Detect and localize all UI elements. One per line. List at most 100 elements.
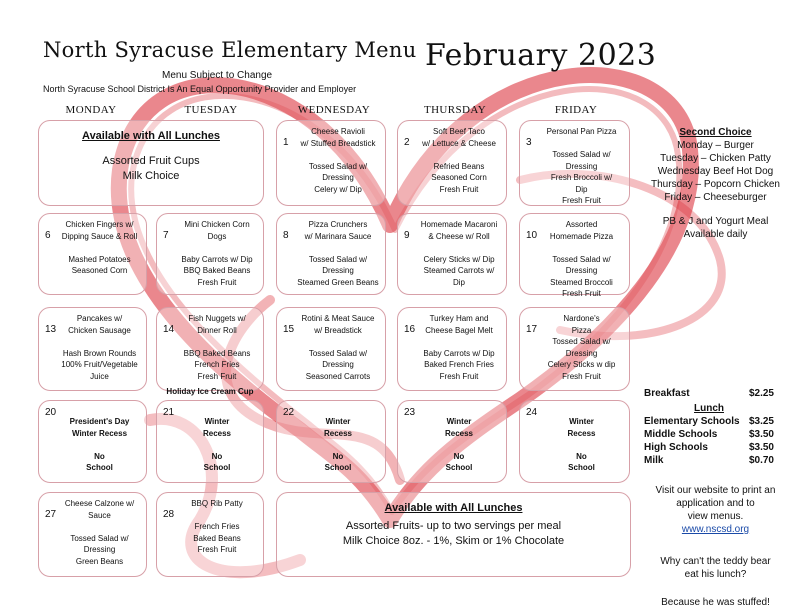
menu-line: w/ Stuffed Breadstick xyxy=(300,138,376,148)
price-label: High Schools xyxy=(644,442,708,453)
menu-line: Dip xyxy=(452,277,465,287)
day-number: 22 xyxy=(283,407,295,418)
day-number: 16 xyxy=(404,324,416,335)
day-number: 27 xyxy=(45,509,57,520)
menu-line xyxy=(175,510,259,522)
menu-line: Pancakes w/ xyxy=(76,314,123,323)
menu-line xyxy=(538,138,625,150)
day-number: 7 xyxy=(163,230,169,241)
menu-line: w/ Breadstick xyxy=(314,325,362,335)
menu-line: Dressing xyxy=(322,360,354,369)
menu-line: Steamed Green Beans xyxy=(297,277,379,287)
day-number: 15 xyxy=(283,324,295,335)
menu-line: Cheese Bagel Melt xyxy=(425,325,493,335)
menu-line: 100% Fruit/Vegetable xyxy=(61,360,138,369)
riddle-line: Why can't the teddy bear xyxy=(660,556,771,567)
lunch-title: Lunch xyxy=(694,403,724,414)
menu-line: Cheese Calzone w/ xyxy=(64,499,135,508)
menu-line: Dressing xyxy=(565,161,598,171)
second-choice-item: Thursday – Popcorn Chicken xyxy=(651,179,780,190)
menu-line xyxy=(538,439,625,451)
day-number: 28 xyxy=(163,509,175,520)
day-number: 2 xyxy=(404,137,410,148)
menu-line: BBQ Baked Beans xyxy=(183,348,251,358)
price-row: High Schools $3.50 xyxy=(644,441,774,454)
menu-line: Winter xyxy=(446,417,472,426)
menu-line: Fresh Fruit xyxy=(562,289,601,298)
available-line: Milk Choice 8oz. - 1%, Skim or 1% Chocol… xyxy=(342,535,565,547)
menu-line: Seasoned Corn xyxy=(431,173,487,182)
day-number: 23 xyxy=(404,407,416,418)
day-number: 24 xyxy=(526,407,538,418)
menu-line: Celery Sticks w/ Dip xyxy=(423,254,495,264)
month-title: February 2023 xyxy=(425,38,657,73)
special-item: Holiday Ice Cream Cup xyxy=(166,386,254,396)
menu-line: Mashed Potatoes xyxy=(68,254,131,264)
menu-line: School xyxy=(324,463,352,472)
day-number: 17 xyxy=(526,324,538,335)
menu-line: Steamed Carrots w/ xyxy=(423,266,495,275)
menu-line: Cheese Ravioli xyxy=(311,127,365,136)
menu-line: Fresh Fruit xyxy=(197,277,237,287)
menu-line: Winter xyxy=(569,417,594,426)
day-number: 14 xyxy=(163,324,175,335)
menu-line: & Cheese w/ Roll xyxy=(428,231,490,241)
subject-note: Menu Subject to Change xyxy=(162,70,273,81)
menu-line: No xyxy=(94,451,105,461)
second-choice-item: Tuesday – Chicken Patty xyxy=(660,153,771,164)
price-row: Middle Schools $3.50 xyxy=(644,428,774,441)
website-link[interactable]: www.nscsd.org xyxy=(681,524,750,535)
price-value: $3.50 xyxy=(748,429,774,440)
menu-line: Fresh Fruit xyxy=(439,184,479,194)
menu-line: Mini Chicken Corn xyxy=(184,220,250,229)
menu-line: Winter Recess xyxy=(71,428,128,438)
menu-line: Turkey Ham and xyxy=(429,314,489,323)
day-header-friday: FRIDAY xyxy=(554,104,598,116)
day-header-thursday: THURSDAY xyxy=(423,104,487,116)
available-title: Available with All Lunches xyxy=(82,130,220,142)
price-label: Breakfast xyxy=(644,388,690,399)
menu-line: Pizza Crunchers xyxy=(308,220,368,229)
menu-line: Dip xyxy=(575,184,588,194)
day-header-monday: MONDAY xyxy=(65,104,117,116)
menu-line: Fresh Fruit xyxy=(562,371,601,381)
menu-line: Baked French Fries xyxy=(424,360,494,369)
price-label: Middle Schools xyxy=(644,429,718,440)
menu-line: Homemade Pizza xyxy=(549,231,614,241)
price-label: Elementary Schools xyxy=(644,416,740,427)
second-choice-item: Wednesday Beef Hot Dog xyxy=(657,166,774,177)
menu-line: No xyxy=(332,451,344,461)
menu-line: BBQ Baked Beans xyxy=(183,266,251,275)
available-title: Available with All Lunches xyxy=(384,502,523,514)
website-line: application and to xyxy=(676,498,755,509)
menu-line: Recess xyxy=(567,428,596,438)
menu-line: Fresh Broccoli w/ xyxy=(550,173,613,182)
website-line: Visit our website to print an xyxy=(655,485,776,496)
day-header-tuesday: TUESDAY xyxy=(184,104,238,116)
menu-line: Fresh Fruit xyxy=(197,545,237,554)
available-line: Assorted Fruits- up to two servings per … xyxy=(345,520,562,532)
menu-line: Chicken Sausage xyxy=(68,325,131,335)
menu-line: Dressing xyxy=(83,545,116,554)
price-value: $3.25 xyxy=(748,416,774,427)
menu-line: Refried Beans xyxy=(433,161,485,171)
menu-line xyxy=(416,242,502,254)
menu-line: Chicken Fingers w/ xyxy=(65,220,134,229)
menu-line: Seasoned Carrots xyxy=(305,371,371,381)
